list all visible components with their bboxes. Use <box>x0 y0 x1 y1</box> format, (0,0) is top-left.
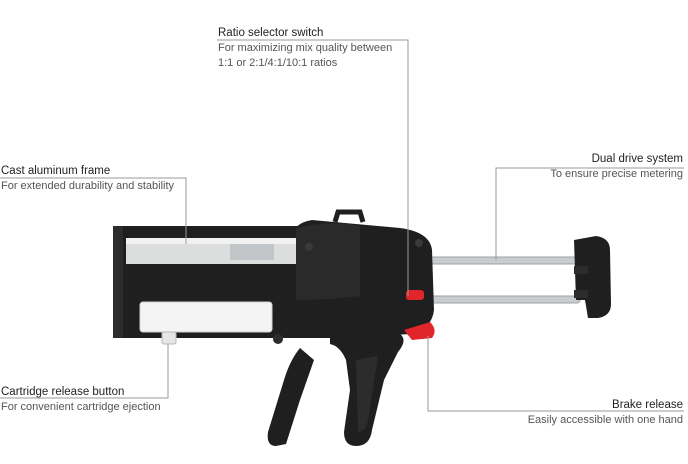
cartridge-window <box>139 301 273 333</box>
leader-cartridge-release <box>0 344 169 399</box>
leader-frame <box>0 177 187 244</box>
cartridge-release-title: Cartridge release button <box>1 386 125 398</box>
trigger-lever <box>267 348 314 446</box>
drive-desc: To ensure precise metering <box>550 168 683 180</box>
leader-ratio-selector <box>217 39 409 296</box>
frame-title: Cast aluminum frame <box>1 165 111 177</box>
callout-drive: Dual drive system To ensure precise mete… <box>550 152 683 182</box>
ratio-selector-desc-line2: 1:1 or 2:1/4:1/10:1 ratios <box>218 57 338 69</box>
callout-brake: Brake release Easily accessible with one… <box>528 398 683 428</box>
frame-desc: For extended durability and stability <box>1 180 175 192</box>
brake-title: Brake release <box>612 399 683 411</box>
cartridge-release-desc: For convenient cartridge ejection <box>1 401 161 413</box>
callout-cartridge-release: Cartridge release button For convenient … <box>1 385 161 415</box>
brake-release-lever <box>404 322 435 340</box>
callout-frame: Cast aluminum frame For extended durabil… <box>1 164 174 194</box>
leader-drive <box>495 167 684 260</box>
leader-brake <box>427 336 684 412</box>
brake-desc: Easily accessible with one hand <box>527 414 683 426</box>
ratio-selector-title: Ratio selector switch <box>218 27 324 39</box>
cartridge-release-knob <box>161 331 177 345</box>
ratio-selector-desc-line1: For maximizing mix quality between <box>218 42 393 54</box>
ratio-selector-switch <box>406 290 424 300</box>
drive-title: Dual drive system <box>591 153 683 165</box>
callout-ratio-selector: Ratio selector switch For maximizing mix… <box>218 26 392 71</box>
